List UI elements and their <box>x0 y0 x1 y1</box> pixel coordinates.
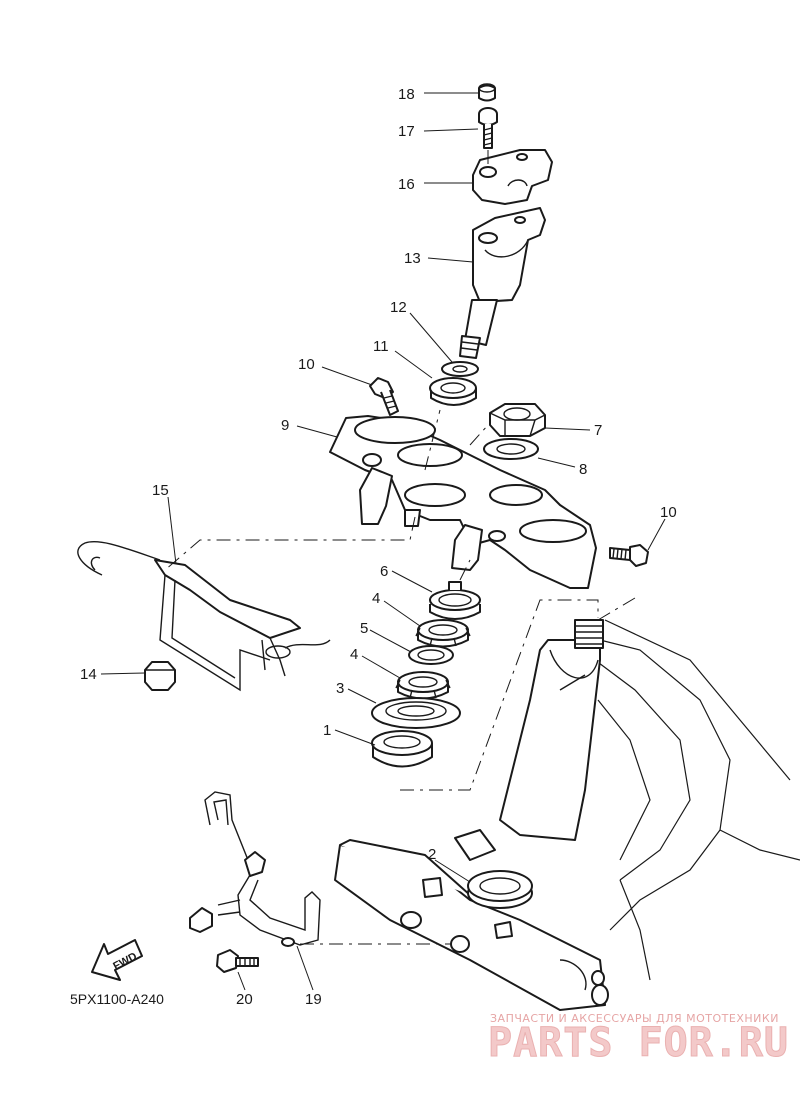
callout-16: 16 <box>398 176 415 193</box>
ring-nut-4-lower <box>395 671 451 700</box>
nut-14 <box>144 661 176 691</box>
callout-8: 8 <box>579 461 587 478</box>
callout-5: 5 <box>360 620 368 637</box>
callout-9: 9 <box>281 417 289 434</box>
seal-3 <box>371 697 461 729</box>
callout-13: 13 <box>404 250 421 267</box>
frame-outline <box>594 594 800 981</box>
hose-guide-15 <box>77 541 331 692</box>
callout-11: 11 <box>373 338 389 355</box>
callout-10-upper: 10 <box>298 356 315 373</box>
bushing-11 <box>429 377 477 406</box>
callout-12: 12 <box>390 299 407 316</box>
callout-20: 20 <box>236 991 253 1008</box>
washer-5 <box>408 645 454 665</box>
callout-17: 17 <box>398 123 415 140</box>
bearing-1 <box>371 730 433 768</box>
watermark-tagline: ЗАПЧАСТИ И АКСЕССУАРЫ ДЛЯ МОТОТЕХНИКИ <box>490 1012 779 1025</box>
cap-18 <box>478 83 496 102</box>
upper-bracket-9 <box>329 415 597 589</box>
callout-6: 6 <box>380 563 388 580</box>
washer-8 <box>483 438 539 460</box>
callout-4-lower: 4 <box>350 646 358 663</box>
steering-stem-assembly <box>334 619 609 1011</box>
watermark: ЗАПЧАСТИ И АКСЕССУАРЫ ДЛЯ МОТОТЕХНИКИ PA… <box>488 1012 789 1067</box>
lock-washer-6 <box>429 581 481 620</box>
washer-12 <box>441 361 479 377</box>
nut-7 <box>489 403 546 437</box>
callout-4-upper: 4 <box>372 590 380 607</box>
callout-1: 1 <box>323 722 331 739</box>
bolt-10-upper <box>369 377 399 416</box>
leader-lines <box>100 92 666 991</box>
bolt-17 <box>478 107 498 149</box>
bracket-19 <box>204 791 321 947</box>
callout-19: 19 <box>305 991 322 1008</box>
bolt-left-19 <box>189 907 213 933</box>
ring-nut-4-upper <box>415 619 471 648</box>
bolt-20 <box>216 949 259 973</box>
callout-2: 2 <box>428 846 436 863</box>
bolt-10-right <box>609 544 649 567</box>
callout-3: 3 <box>336 680 344 697</box>
reference-lines <box>164 150 599 953</box>
fwd-arrow-icon: FWD <box>91 939 143 981</box>
callout-15: 15 <box>152 482 169 499</box>
diagram-code: 5PX1100-A240 <box>70 991 164 1007</box>
callout-14: 14 <box>80 666 97 683</box>
callout-7: 7 <box>594 422 602 439</box>
callout-18: 18 <box>398 86 415 103</box>
callout-labels: 18 17 16 13 12 11 10 9 7 8 15 10 6 4 5 4… <box>80 86 677 1008</box>
callout-10-right: 10 <box>660 504 677 521</box>
handlebar-holder-13 <box>459 207 546 359</box>
watermark-brand: PARTS FOR.RU <box>488 1020 789 1066</box>
handlebar-holder-16 <box>472 149 553 205</box>
